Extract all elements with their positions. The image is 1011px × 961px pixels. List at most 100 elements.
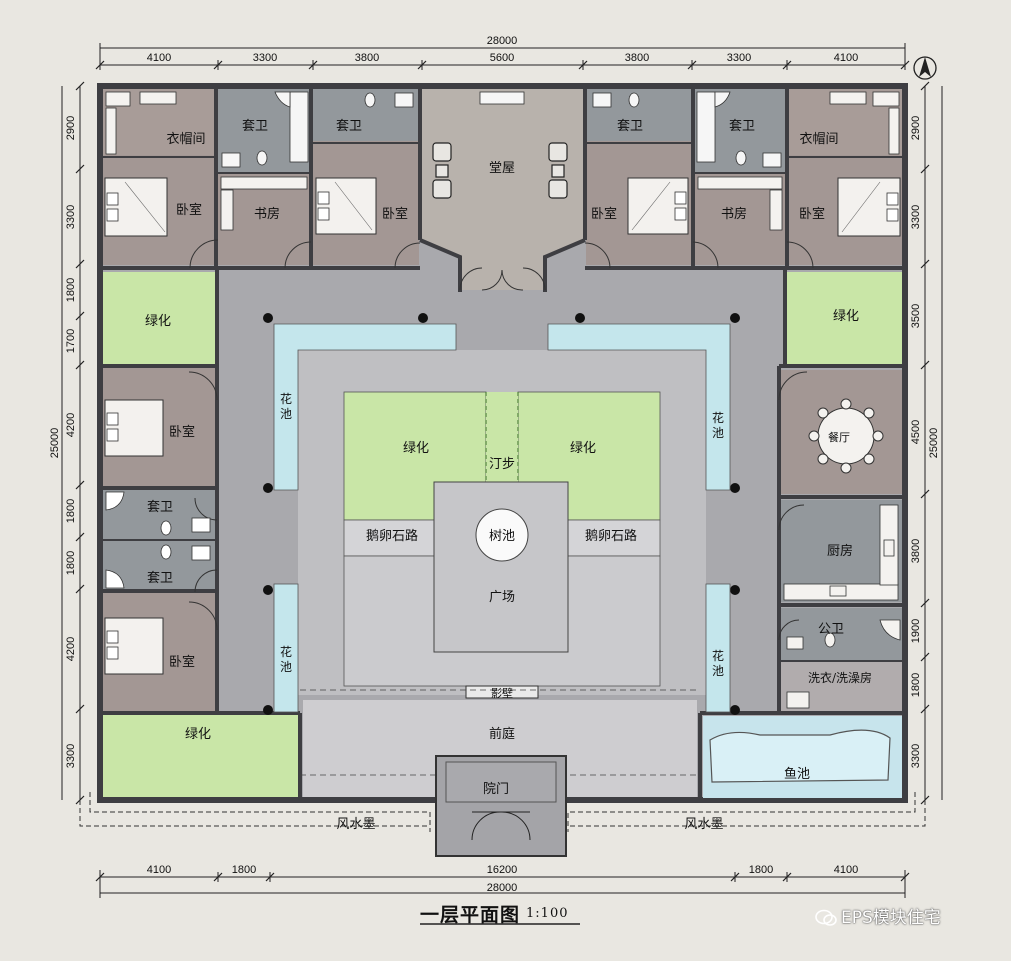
dim-top-4: 5600 bbox=[490, 52, 514, 64]
courtyard bbox=[263, 313, 740, 857]
dimension-lines bbox=[61, 43, 943, 898]
label-garden-c2: 绿化 bbox=[570, 441, 596, 456]
plan-title: 一层平面图 1:100 bbox=[420, 900, 568, 927]
label-bedroom-n3: 卧室 bbox=[591, 206, 617, 222]
screen-wall bbox=[465, 685, 539, 699]
dim-top-2: 3300 bbox=[253, 52, 277, 64]
label-bedroom-nw: 卧室 bbox=[176, 202, 202, 218]
label-fengshui-left: 风水墨 bbox=[336, 817, 375, 832]
label-fishpond: 鱼池 bbox=[784, 766, 810, 782]
dim-bottom-total: 28000 bbox=[487, 882, 518, 894]
label-hall: 堂屋 bbox=[489, 161, 515, 176]
label-bath-n1: 套卫 bbox=[242, 118, 268, 134]
label-garden-sw: 绿化 bbox=[185, 727, 211, 742]
label-pebble-left: 鹅卵石路 bbox=[366, 528, 418, 544]
label-bath-n4: 套卫 bbox=[729, 118, 755, 134]
watermark: EPS模块住宅 bbox=[815, 903, 941, 928]
planter-sw bbox=[273, 583, 299, 713]
dim-top-1: 4100 bbox=[147, 52, 171, 64]
dim-top-6: 3300 bbox=[727, 52, 751, 64]
label-bath-w1: 套卫 bbox=[147, 499, 173, 515]
room-hall bbox=[422, 89, 583, 290]
dim-left-8: 4200 bbox=[65, 637, 77, 661]
west-wing bbox=[100, 268, 302, 800]
label-planter-sw: 花池 bbox=[280, 644, 292, 674]
label-planter-ne: 花池 bbox=[712, 410, 724, 440]
dim-bottom-4: 1800 bbox=[749, 864, 773, 876]
label-garden-w1: 绿化 bbox=[145, 314, 171, 329]
dim-left-total: 25000 bbox=[49, 428, 61, 459]
dim-left-2: 3300 bbox=[65, 205, 77, 229]
room-public-wc bbox=[781, 608, 902, 660]
dim-left-5: 4200 bbox=[65, 413, 77, 437]
dim-bottom-2: 1800 bbox=[232, 864, 256, 876]
bed-icon bbox=[627, 177, 689, 235]
label-bath-n2: 套卫 bbox=[336, 118, 362, 134]
dim-right-4: 4500 bbox=[910, 420, 922, 444]
label-front-yard: 前庭 bbox=[489, 726, 515, 742]
planter-se bbox=[705, 583, 731, 713]
label-planter-se: 花池 bbox=[712, 648, 724, 678]
label-garden-e1: 绿化 bbox=[833, 309, 859, 324]
plan-scale: 1:100 bbox=[526, 906, 569, 921]
dim-top-total: 28000 bbox=[487, 35, 518, 47]
dim-bottom-5: 4100 bbox=[834, 864, 858, 876]
label-pebble-right: 鹅卵石路 bbox=[585, 528, 637, 544]
label-kitchen: 厨房 bbox=[827, 543, 853, 559]
dimension-ticks bbox=[75, 60, 930, 882]
dim-top-7: 4100 bbox=[834, 52, 858, 64]
fengshui-wall bbox=[79, 792, 926, 832]
label-cloakroom-ne: 衣帽间 bbox=[799, 131, 838, 147]
dim-top-3: 3800 bbox=[355, 52, 379, 64]
garden-east-1 bbox=[787, 272, 902, 364]
label-screen-wall: 影壁 bbox=[491, 686, 513, 700]
label-bedroom-n2: 卧室 bbox=[382, 206, 408, 222]
bed-icon bbox=[315, 177, 377, 235]
dim-right-6: 1900 bbox=[910, 619, 922, 643]
dim-right-8: 3300 bbox=[910, 744, 922, 768]
dim-right-2: 3300 bbox=[910, 205, 922, 229]
label-laundry: 洗衣/洗澡房 bbox=[808, 670, 872, 685]
plan-title-text: 一层平面图 bbox=[420, 904, 521, 926]
label-bath-w2: 套卫 bbox=[147, 570, 173, 586]
dining-table-icon bbox=[808, 398, 884, 474]
dim-right-total: 25000 bbox=[928, 428, 940, 459]
east-wing bbox=[698, 268, 905, 800]
plaza bbox=[433, 481, 569, 653]
planter-nw bbox=[273, 323, 457, 491]
dim-right-5: 3800 bbox=[910, 539, 922, 563]
tree-pond bbox=[475, 508, 529, 562]
label-bedroom-ne: 卧室 bbox=[799, 206, 825, 222]
planter-ne bbox=[547, 323, 731, 491]
dim-left-7: 1800 bbox=[65, 551, 77, 575]
label-planter-nw: 花池 bbox=[280, 391, 292, 421]
dim-bottom-3: 16200 bbox=[487, 864, 518, 876]
label-bedroom-w2: 卧室 bbox=[169, 654, 195, 670]
dim-right-7: 1800 bbox=[910, 673, 922, 697]
bed-icon bbox=[104, 177, 168, 237]
label-cloakroom-nw: 衣帽间 bbox=[166, 131, 205, 147]
dim-left-3: 1800 bbox=[65, 278, 77, 302]
label-tree-pond: 树池 bbox=[489, 529, 515, 544]
label-fengshui-right: 风水墨 bbox=[684, 817, 723, 832]
dim-left-6: 1800 bbox=[65, 499, 77, 523]
watermark-text: EPS模块住宅 bbox=[841, 908, 941, 928]
garden-southwest bbox=[103, 715, 299, 797]
label-gate: 院门 bbox=[483, 782, 509, 797]
bed-icon bbox=[837, 177, 901, 237]
label-bath-n3: 套卫 bbox=[617, 118, 643, 134]
label-garden-c1: 绿化 bbox=[403, 441, 429, 456]
label-plaza: 广场 bbox=[489, 590, 515, 605]
label-dining: 餐厅 bbox=[828, 430, 850, 444]
label-study-ne: 书房 bbox=[721, 206, 747, 222]
dim-left-4: 1700 bbox=[65, 329, 77, 353]
dim-left-1: 2900 bbox=[65, 116, 77, 140]
label-bedroom-w1: 卧室 bbox=[169, 424, 195, 440]
dim-bottom-1: 4100 bbox=[147, 864, 171, 876]
dim-top-5: 3800 bbox=[625, 52, 649, 64]
fishpond bbox=[709, 729, 891, 783]
north-arrow-icon bbox=[913, 56, 937, 80]
label-public-wc: 公卫 bbox=[818, 622, 844, 637]
